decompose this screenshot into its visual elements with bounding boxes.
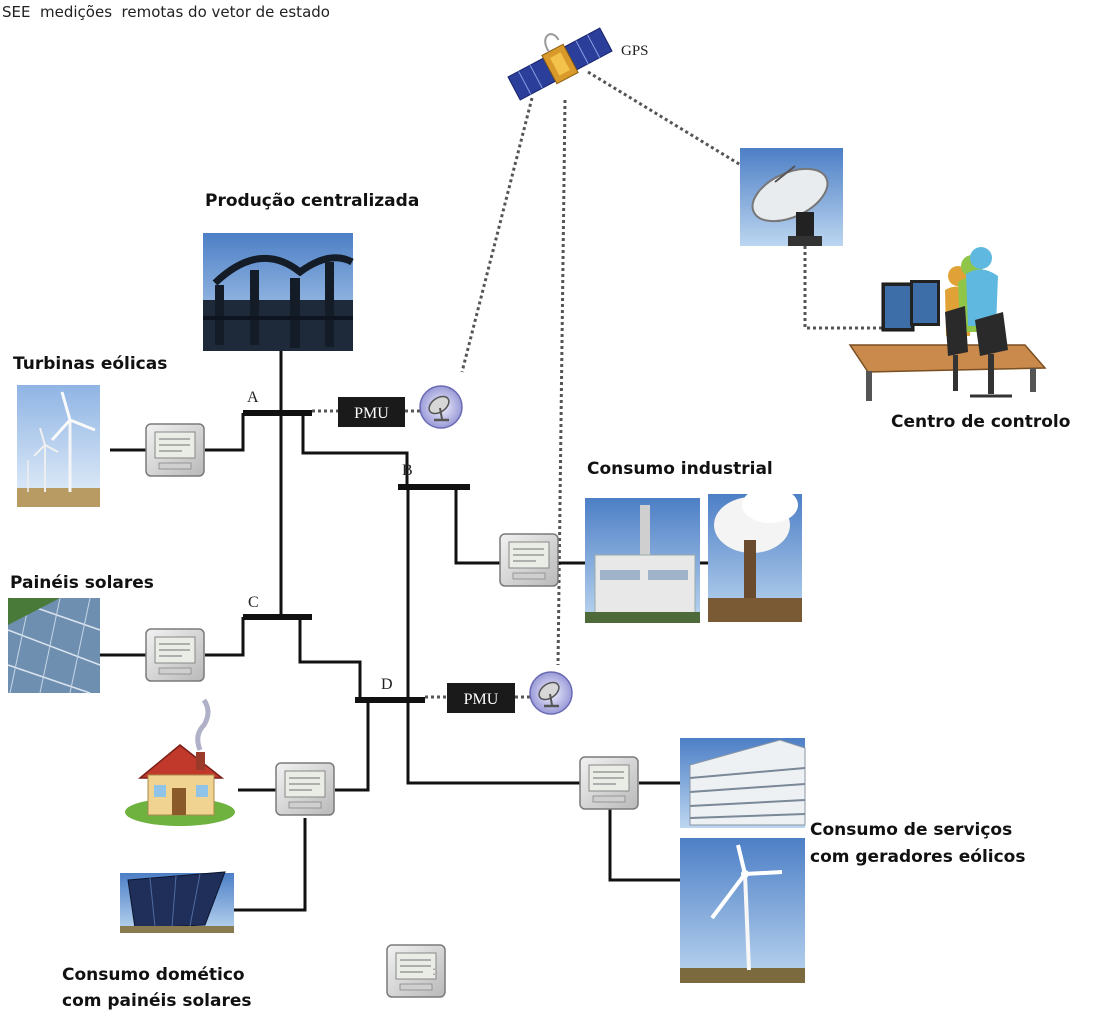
pmu-box-a: PMU	[338, 397, 405, 427]
industrial-factory-photo	[585, 498, 700, 623]
figure-caption: SEE medições remotas do vetor de estado	[2, 3, 330, 21]
meter-wind-turbines-icon	[145, 423, 205, 477]
domestic-consumption-title-line2: com painéis solares	[62, 991, 252, 1011]
power-network	[100, 348, 708, 912]
bus-d-label: D	[381, 676, 393, 693]
solar-panels-title: Painéis solares	[10, 573, 154, 593]
link-dish-control	[803, 246, 900, 330]
wind-turbines-title: Turbinas eólicas	[13, 354, 168, 374]
pmu-a-satellite-dish-icon	[418, 384, 464, 430]
bus-b-label: B	[402, 462, 413, 479]
industrial-smokestack-photo	[708, 487, 802, 622]
domestic-consumption-title-line1: Consumo domético	[62, 965, 245, 985]
services-consumption-title-line1: Consumo de serviços	[810, 820, 1013, 840]
domestic-solar-panel-photo	[120, 871, 234, 933]
bus-a-label: A	[247, 389, 259, 406]
wind-turbines-photo	[17, 385, 100, 507]
pmu-d-satellite-dish-icon	[528, 670, 574, 716]
control-center-operators-icon	[848, 247, 1047, 401]
communication-links	[312, 70, 900, 699]
meter-services-icon	[579, 756, 639, 810]
meter-solar-panels-icon	[145, 628, 205, 682]
services-consumption-title-line2: com geradores eólicos	[810, 847, 1026, 867]
svg-text::: :	[432, 964, 436, 978]
gps-label: GPS	[621, 43, 649, 59]
link-satellite-pmu-a	[460, 97, 534, 373]
link-satellite-pmu-d	[556, 99, 567, 666]
house-icon	[125, 698, 235, 826]
bus-c-label: C	[248, 594, 259, 611]
solar-panels-photo	[7, 597, 101, 694]
centralized-production-photo	[203, 233, 354, 351]
meter-domestic-icon	[275, 762, 335, 816]
services-building-photo	[680, 738, 806, 828]
meter-industrial-icon	[499, 533, 559, 587]
pmu-box-d: PMU	[447, 683, 515, 713]
pmu-label-a: PMU	[354, 405, 389, 422]
centralized-production-title: Produção centralizada	[205, 191, 420, 211]
control-center-title: Centro de controlo	[891, 412, 1071, 432]
control-dish-photo	[740, 148, 843, 246]
industrial-consumption-title: Consumo industrial	[587, 459, 773, 479]
services-wind-turbine-photo	[680, 838, 805, 983]
meter-legend-icon	[386, 944, 446, 998]
pmu-label-d: PMU	[464, 691, 499, 708]
gps-satellite-icon	[507, 27, 613, 101]
